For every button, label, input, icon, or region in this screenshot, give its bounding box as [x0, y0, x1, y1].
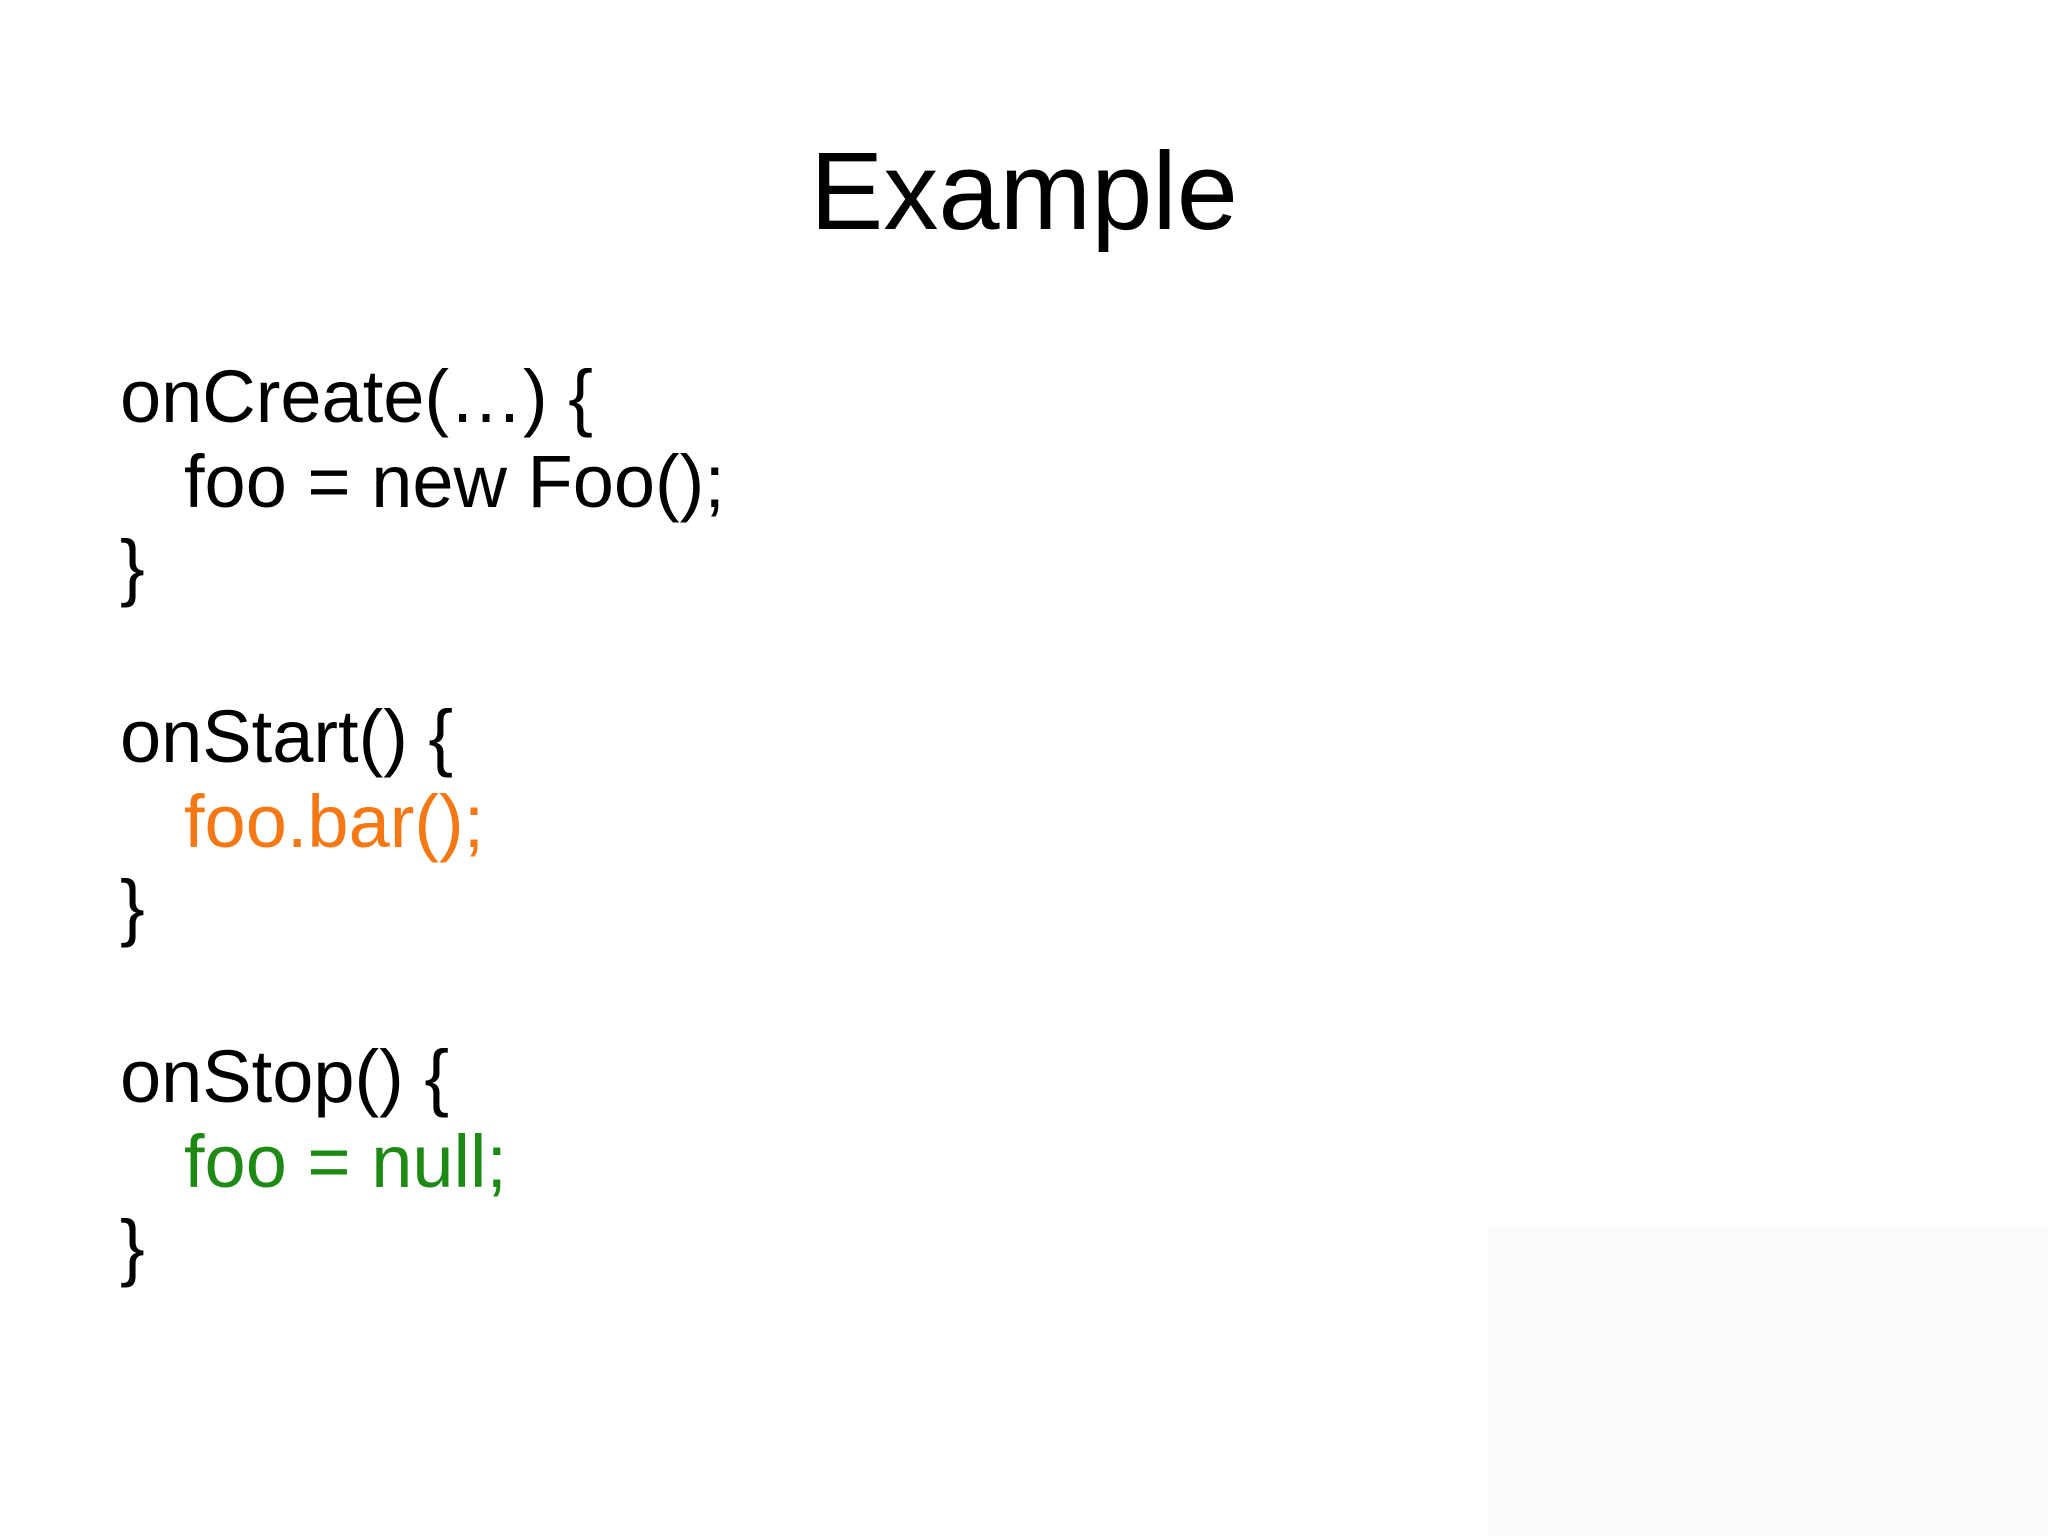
- code-line: [120, 949, 725, 1034]
- code-line: }: [120, 1205, 145, 1288]
- code-line: onStop() {: [120, 1035, 450, 1118]
- code-line: }: [120, 525, 145, 608]
- code-line: foo.bar();: [184, 780, 485, 863]
- subtle-shade: [1488, 1226, 2048, 1536]
- slide-title: Example: [810, 130, 1238, 253]
- code-line: foo = null;: [184, 1120, 507, 1203]
- code-line: [120, 609, 725, 694]
- code-line: foo = new Foo();: [184, 440, 725, 523]
- code-line: onCreate(…) {: [120, 355, 593, 438]
- code-line: onStart() {: [120, 695, 454, 778]
- code-block: onCreate(…) {foo = new Foo();} onStart() …: [120, 354, 725, 1289]
- code-line: }: [120, 865, 145, 948]
